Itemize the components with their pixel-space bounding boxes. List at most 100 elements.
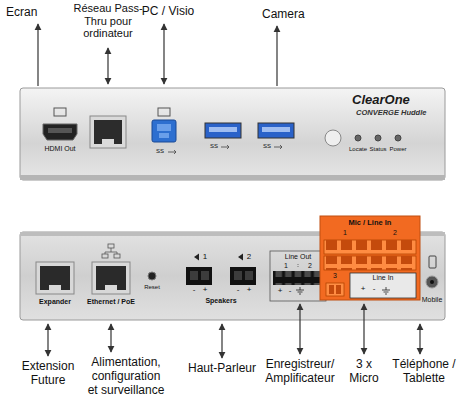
- ground-symbol: [296, 287, 304, 294]
- usb-b-port: [152, 120, 176, 142]
- port-label: HDMI Out: [35, 145, 85, 153]
- usb-symbol: [274, 145, 282, 149]
- mic3-pin: [329, 285, 334, 294]
- mic-terminal-row: [324, 240, 416, 254]
- callout-label: Extension Future: [13, 360, 83, 388]
- port-label: Reset: [137, 284, 167, 291]
- line-in-area: [350, 273, 416, 298]
- terminal-label: 1: [340, 229, 350, 237]
- monitor-icon: [54, 108, 66, 116]
- callout-label: Haut-Parleur: [177, 362, 267, 376]
- usb-logo: SS: [263, 143, 277, 150]
- terminal-label: -: [233, 285, 243, 294]
- callout-label: Ecran: [6, 6, 66, 20]
- terminal-label: -: [369, 284, 379, 293]
- usb-a-port: [258, 123, 294, 138]
- channel-divider: [298, 264, 299, 268]
- phone-icon: [429, 256, 436, 268]
- leader-arrow: [221, 324, 222, 358]
- network-icon: [108, 244, 114, 248]
- port-label: Line Out: [273, 253, 323, 261]
- reset-hole: [148, 272, 156, 280]
- port-label: Speakers: [196, 297, 246, 305]
- ethernet-port: [90, 116, 126, 148]
- port-label: Expander: [30, 298, 80, 306]
- usb-b-insert: [157, 124, 171, 131]
- expander-notch: [49, 285, 61, 290]
- terminal-label: 3: [330, 272, 340, 280]
- callout-label: Téléphone / Tablette: [389, 358, 459, 386]
- callout-label: 3 x Micro: [346, 358, 382, 386]
- speaker-symbol: [194, 254, 199, 261]
- port-label: Line In: [358, 274, 408, 282]
- line-out-pins: [273, 271, 323, 285]
- callout-label: Alimentation, configuration et surveilla…: [85, 356, 167, 397]
- speaker-connector: [186, 267, 212, 285]
- expander-opening: [40, 266, 70, 290]
- network-icon: [114, 254, 120, 258]
- terminal-label: +: [200, 285, 210, 294]
- mic-terminal-pins: [324, 256, 416, 270]
- ethernet-opening: [94, 120, 122, 144]
- terminal-label: -: [285, 286, 295, 295]
- port-label: Mic / Line In: [325, 219, 415, 228]
- line-out-connector: [273, 271, 323, 285]
- mic-terminal-row: [324, 256, 416, 270]
- terminal-label: 2: [244, 252, 254, 261]
- callout-label: Enregistreur/ Amplificateur: [258, 358, 342, 386]
- status-led: [395, 135, 401, 141]
- terminal-label: +: [244, 285, 254, 294]
- mic-terminal-pins: [324, 240, 416, 254]
- back-panel-body: [20, 232, 445, 320]
- usb-logo: SS: [156, 148, 170, 155]
- speaker-connector: [230, 267, 256, 285]
- terminal-label: 1: [281, 262, 291, 270]
- speaker-pin: [201, 271, 209, 280]
- leader-arrow: [47, 324, 48, 356]
- leader-arrow: [276, 26, 277, 86]
- leader-arrow: [107, 48, 108, 84]
- network-icon: [102, 254, 108, 258]
- terminal-label: -: [189, 285, 199, 294]
- leader-arrows: [38, 24, 420, 358]
- terminal-label: +: [275, 286, 285, 295]
- mobile-jack: [426, 276, 438, 288]
- mic3-terminal: [326, 283, 344, 296]
- model-name: CONVERGE Huddle: [356, 109, 444, 118]
- usb-a-tongue: [262, 127, 290, 132]
- terminal-label: 2: [390, 229, 400, 237]
- ethernet-notch: [102, 139, 114, 144]
- network-icon: [105, 248, 117, 254]
- usb-symbol: [221, 145, 229, 149]
- mic3-pin: [336, 285, 341, 294]
- leader-arrow: [419, 324, 420, 354]
- front-panel-body: [20, 88, 445, 180]
- monitor-icon: [158, 108, 170, 116]
- speaker-pin: [234, 271, 242, 280]
- hdmi-port: [43, 124, 77, 140]
- usb-b-insert: [159, 133, 169, 138]
- led-label: Power: [383, 146, 413, 153]
- terminal-label: 1: [200, 252, 210, 261]
- hdmi-slot: [48, 128, 72, 133]
- port-label: Ethernet / PoE: [81, 298, 141, 306]
- terminal-label: 2: [305, 262, 315, 270]
- leader-arrow: [163, 24, 164, 84]
- callout-label: Camera: [262, 8, 332, 22]
- usb-logo: SS: [210, 143, 224, 150]
- usb-a-tongue: [209, 127, 237, 132]
- leader-arrow: [110, 324, 111, 352]
- ethernet-poe-opening: [96, 266, 126, 290]
- front-panel-edge: [20, 175, 445, 180]
- port-label: Mobile: [415, 296, 449, 304]
- leader-arrow: [299, 304, 300, 354]
- expander-port: [36, 262, 74, 294]
- leader-arrow: [37, 24, 38, 86]
- led-label: Locate: [343, 146, 373, 153]
- ethernet-poe-notch: [105, 285, 117, 290]
- usb-a-port: [205, 123, 241, 138]
- led-label: Status: [363, 146, 393, 153]
